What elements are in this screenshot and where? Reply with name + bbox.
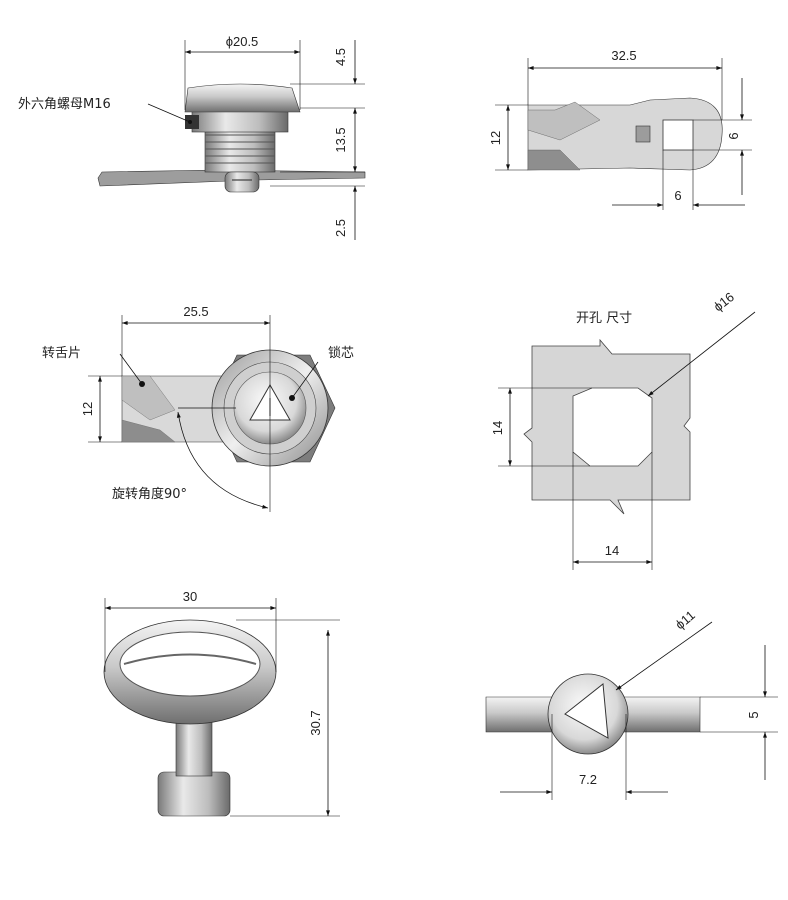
dim-head-diameter: ϕ20.5 xyxy=(226,34,259,49)
dim-tongue-length: 32.5 xyxy=(611,48,636,63)
dim-tongue-thickness: 5 xyxy=(746,711,761,718)
dim-square-vertical: 6 xyxy=(726,132,741,139)
label-hex-nut: 外六角螺母M16 xyxy=(18,97,111,112)
label-rotation: 旋转角度90° xyxy=(112,486,187,502)
view3-dimensions: 25.5 12 转舌片 锁芯 旋转角度90° xyxy=(42,304,354,512)
label-tongue: 转舌片 xyxy=(42,346,81,361)
dim-head-height: 4.5 xyxy=(333,48,348,66)
label-lock-core: 锁芯 xyxy=(328,345,354,361)
dim-cutout-diameter: ϕ16 xyxy=(711,289,737,314)
dim-key-width: 30 xyxy=(183,589,197,604)
dim-key-height: 30.7 xyxy=(308,710,323,735)
dim-front-height: 12 xyxy=(80,402,95,416)
cutout-hole xyxy=(572,387,653,467)
dim-core-diameter: ϕ11 xyxy=(672,607,698,632)
cutout-title: 开孔 尺寸 xyxy=(576,311,632,326)
dim-square-horizontal: 6 xyxy=(674,188,681,203)
key-view xyxy=(103,619,277,817)
view5-dimensions: 30 30.7 xyxy=(104,589,340,817)
square-hole xyxy=(662,119,694,151)
tongue-view xyxy=(527,97,723,171)
dim-triangle-width: 7.2 xyxy=(579,772,597,787)
cutout-view xyxy=(523,338,691,515)
dim-front-width: 25.5 xyxy=(183,304,208,319)
view1-dimensions: ϕ20.5 4.5 13.5 2.5 外六角螺母M16 xyxy=(18,34,365,240)
side-view-lock xyxy=(97,83,366,193)
dim-cutout-height: 14 xyxy=(490,421,505,435)
view2-dimensions: 32.5 12 6 6 xyxy=(488,48,752,210)
top-view-lock xyxy=(485,673,701,755)
dim-tongue-height: 12 xyxy=(488,131,503,145)
view6-dimensions: ϕ11 5 7.2 xyxy=(500,607,778,800)
dim-bottom: 2.5 xyxy=(333,219,348,237)
dim-body-height: 13.5 xyxy=(333,127,348,152)
dim-cutout-width: 14 xyxy=(605,543,619,558)
